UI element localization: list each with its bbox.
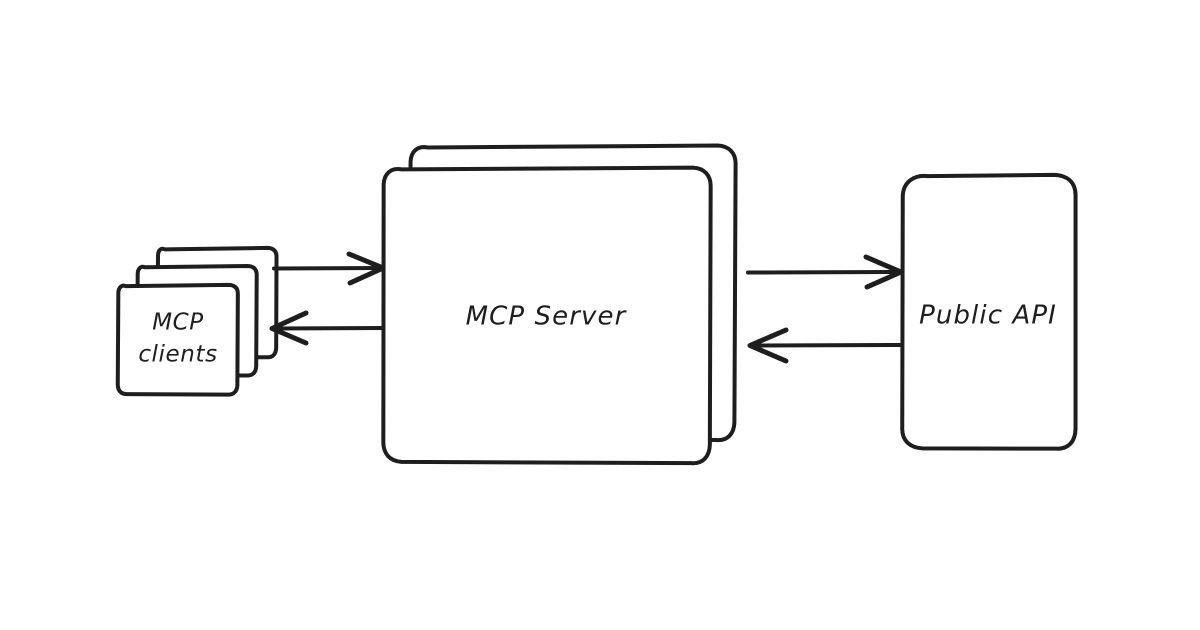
public-api-card xyxy=(900,172,1078,451)
mcp-clients-card-front xyxy=(115,282,240,397)
node-mcp-clients[interactable]: MCP clients xyxy=(115,245,279,397)
connector-clients-to-server-line xyxy=(272,266,384,271)
mcp-server-label: MCP Server xyxy=(466,302,628,332)
connector-server-to-api-line xyxy=(746,270,902,275)
connector-clients-to-server[interactable] xyxy=(272,251,386,286)
connector-api-to-server-line xyxy=(750,343,903,348)
mcp-clients-label-line1: MCP xyxy=(152,310,204,336)
node-public-api[interactable]: Public API xyxy=(900,172,1078,451)
connector-server-to-clients-arrowhead xyxy=(269,310,309,346)
connector-server-to-clients[interactable] xyxy=(269,310,385,346)
mcp-server-card-front xyxy=(381,165,713,466)
node-mcp-server[interactable]: MCP Server xyxy=(381,143,738,466)
connector-server-to-api-arrowhead xyxy=(863,254,904,290)
public-api-label: Public API xyxy=(919,301,1057,331)
connector-server-to-clients-line xyxy=(272,326,385,331)
connector-clients-to-server-arrowhead xyxy=(346,251,386,286)
mcp-clients-label-line2: clients xyxy=(138,342,217,368)
connector-api-to-server[interactable] xyxy=(747,327,903,364)
connector-api-to-server-arrowhead xyxy=(747,327,789,364)
connector-server-to-api[interactable] xyxy=(746,254,904,290)
